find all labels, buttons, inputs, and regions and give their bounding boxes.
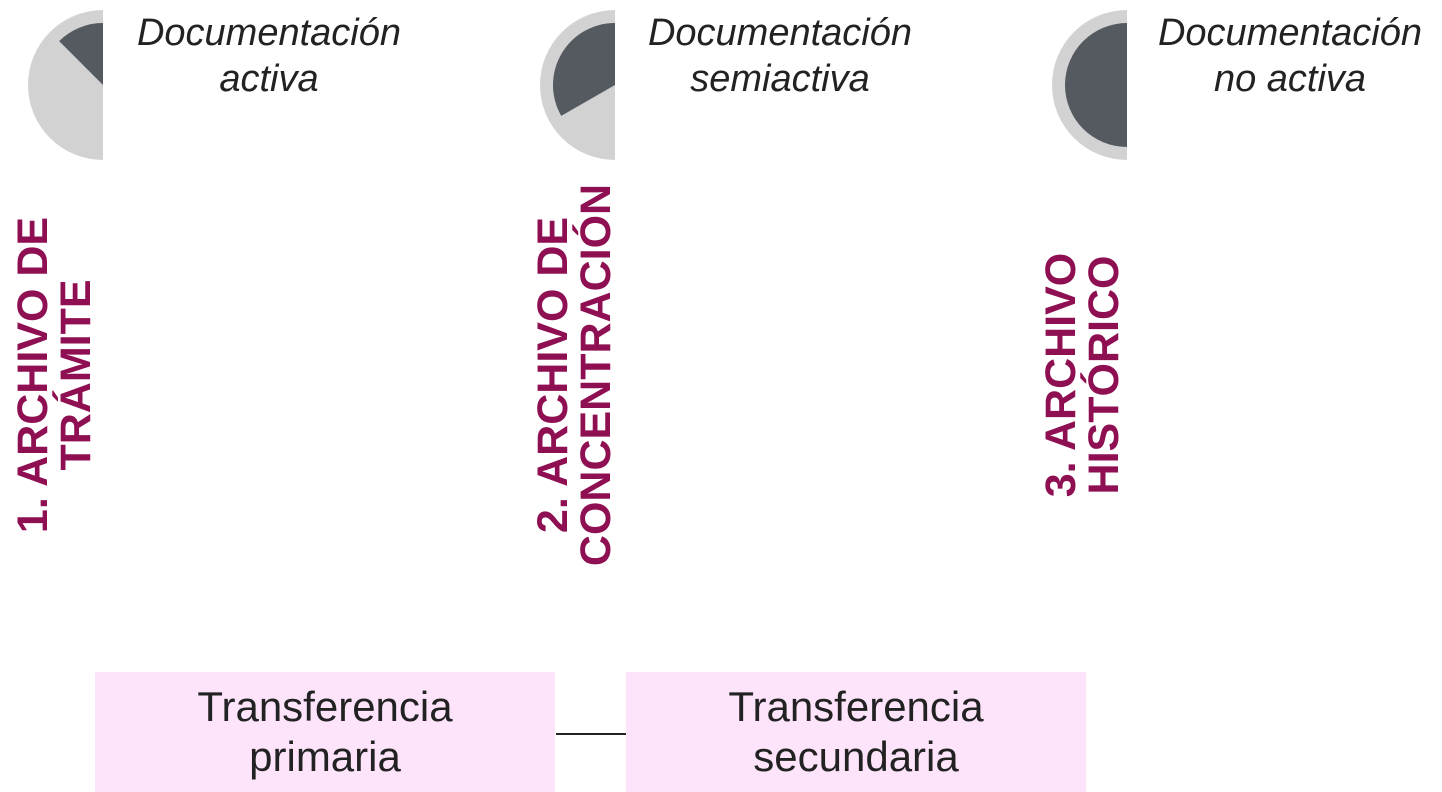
- half-circle-icon: [540, 10, 615, 160]
- inactive-portion-sector: [1065, 23, 1127, 147]
- transfer-secondary-box: Transferencia secundaria: [626, 672, 1086, 792]
- half-circle-icon: [1052, 10, 1127, 160]
- caption-line-1: Documentación: [136, 12, 402, 54]
- transfer-line-1: Transferencia: [728, 683, 984, 730]
- stage-title-vertical: 2. ARCHIVO DE CONCENTRACIÓN: [520, 125, 630, 625]
- stage-caption: Documentación no activa: [1130, 10, 1442, 102]
- caption-line-2: no activa: [1213, 58, 1367, 100]
- caption-line-2: semiactiva: [690, 58, 870, 100]
- stage-title-line-1: 3. ARCHIVO: [1037, 252, 1085, 498]
- stage-title-vertical: 3. ARCHIVO HISTÓRICO: [1028, 125, 1138, 625]
- stage-title-vertical: 1. ARCHIVO DE TRÁMITE: [0, 125, 110, 625]
- stage-title-line-2: CONCENTRACIÓN: [572, 183, 620, 567]
- stage-title-line-2: TRÁMITE: [52, 279, 100, 471]
- caption-line-1: Documentación: [1157, 12, 1423, 54]
- transfer-primary-box: Transferencia primaria: [95, 672, 555, 792]
- caption-line-2: activa: [219, 58, 319, 100]
- caption-line-1: Documentación: [647, 12, 913, 54]
- transfer-line-1: Transferencia: [197, 683, 453, 730]
- stage-caption: Documentación semiactiva: [620, 10, 940, 102]
- transfer-line-2: primaria: [249, 733, 401, 780]
- stage-title-line-1: 2. ARCHIVO DE: [529, 216, 577, 534]
- transfer-line-2: secundaria: [753, 733, 959, 780]
- stage-caption: Documentación activa: [109, 10, 429, 102]
- stage-title-line-2: HISTÓRICO: [1080, 255, 1128, 495]
- half-circle-icon: [28, 10, 103, 160]
- semiactive-portion-sector: [552, 23, 615, 116]
- stage-title-line-1: 1. ARCHIVO DE: [9, 216, 57, 534]
- transfer-connector-line: [556, 733, 626, 735]
- active-portion-sector: [59, 23, 103, 85]
